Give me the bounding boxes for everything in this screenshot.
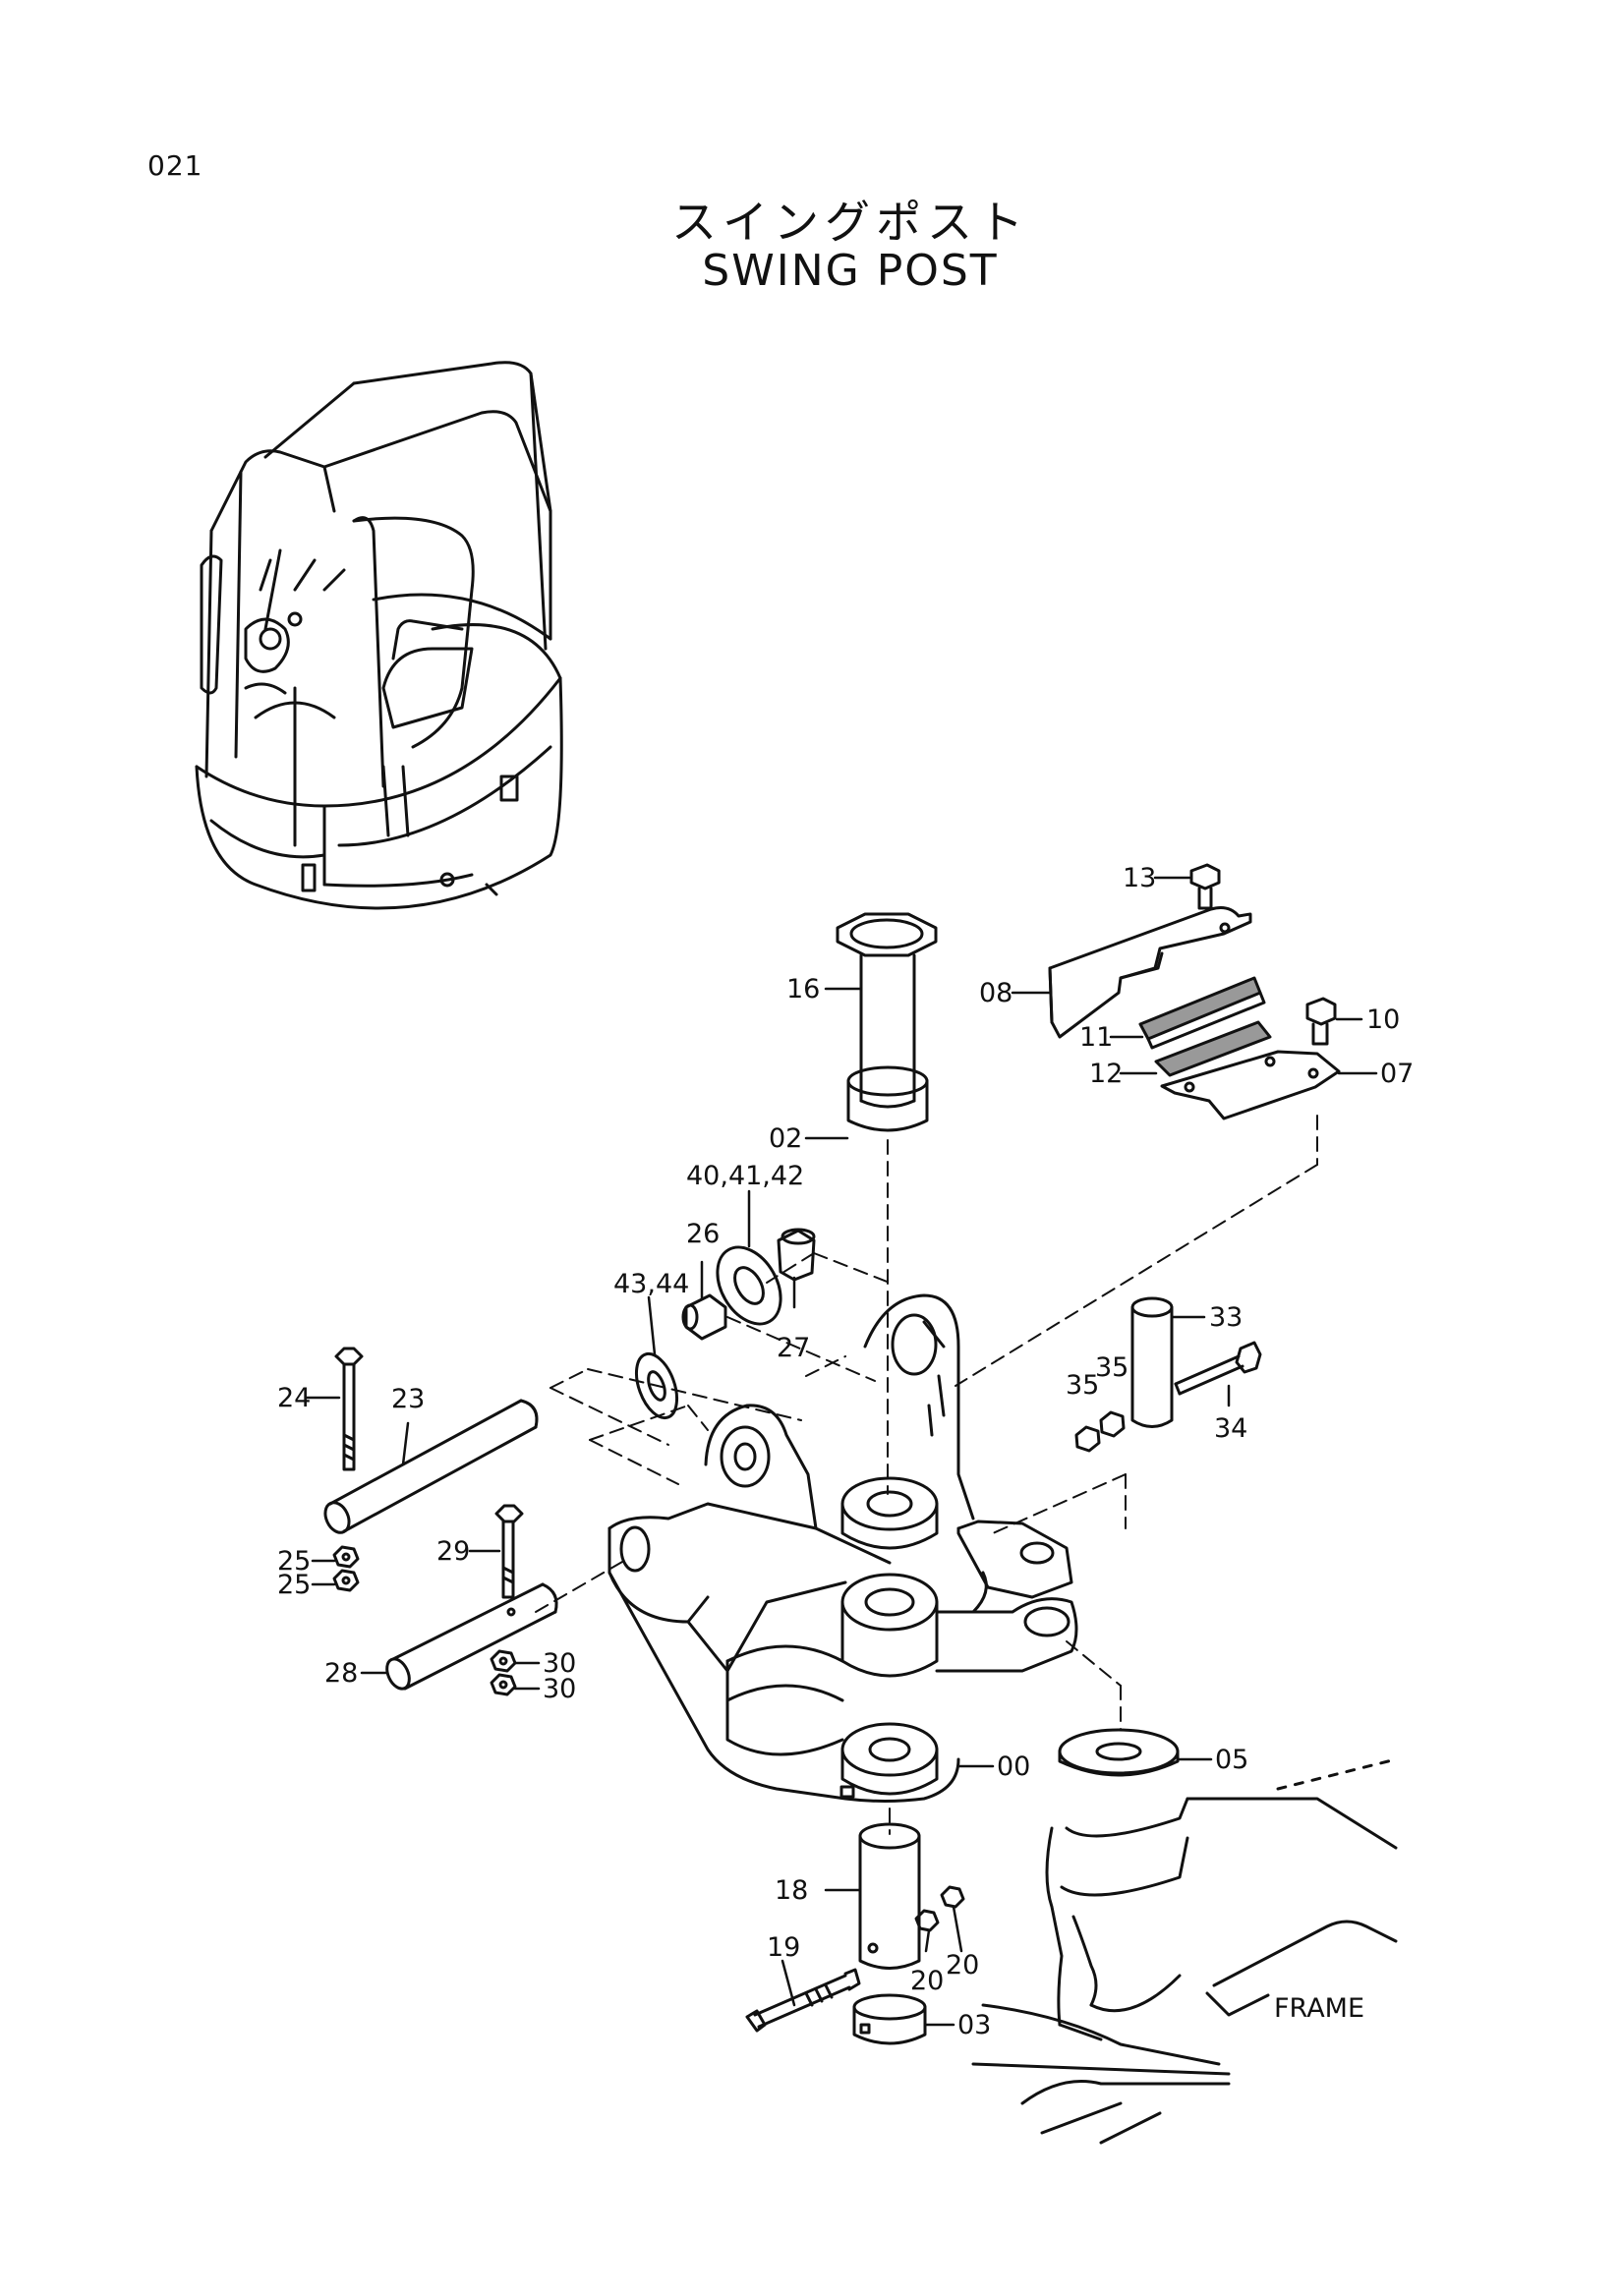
part-16-pin bbox=[836, 912, 938, 1109]
part-33-pin bbox=[1130, 1296, 1174, 1428]
part-28-pin bbox=[385, 1582, 558, 1691]
part-35-nut bbox=[1074, 1410, 1126, 1453]
part-00-swing-post bbox=[608, 1293, 1078, 1803]
frame-label: FRAME bbox=[1274, 1993, 1364, 2024]
callout-03: 03 bbox=[957, 2010, 991, 2040]
assembly-center-lines bbox=[535, 1115, 1318, 1835]
callout-24: 24 bbox=[277, 1383, 311, 1413]
callout-labels: 13 08 10 11 12 07 16 02 40,41,42 26 43,4… bbox=[277, 863, 1414, 2040]
callout-05: 05 bbox=[1215, 1745, 1248, 1775]
part-27-bushing bbox=[777, 1228, 816, 1282]
part-05-thrust-washer bbox=[1058, 1728, 1180, 1777]
part-07-bracket-plate bbox=[1160, 1050, 1341, 1120]
callout-23: 23 bbox=[391, 1384, 425, 1414]
callout-26: 26 bbox=[686, 1219, 720, 1249]
part-18-pin bbox=[858, 1822, 921, 1970]
title-english: SWING POST bbox=[702, 246, 999, 296]
part-34-bolt bbox=[1174, 1341, 1262, 1396]
part-08-cover-plate bbox=[1048, 906, 1252, 1039]
callout-40-41-42: 40,41,42 bbox=[686, 1161, 804, 1191]
part-25-nuts bbox=[332, 1545, 360, 1592]
callout-25-upper: 25 bbox=[277, 1546, 311, 1577]
callout-30-upper: 30 bbox=[543, 1648, 576, 1679]
callout-12: 12 bbox=[1089, 1059, 1123, 1089]
callout-35-left: 35 bbox=[1066, 1370, 1099, 1401]
page-number: 021 bbox=[147, 149, 203, 182]
callout-16: 16 bbox=[786, 974, 820, 1004]
excavator-overview-drawing bbox=[195, 361, 563, 910]
part-29-bolt bbox=[494, 1504, 524, 1599]
callout-43-44: 43,44 bbox=[613, 1269, 689, 1299]
part-10-bolt bbox=[1305, 997, 1337, 1046]
part-19-bolt bbox=[745, 1968, 861, 2033]
part-40-41-42-washer bbox=[716, 1245, 782, 1326]
callout-11: 11 bbox=[1079, 1022, 1113, 1053]
callout-leader-lines bbox=[305, 876, 1378, 2027]
callout-27: 27 bbox=[777, 1333, 810, 1363]
part-20-nuts bbox=[914, 1885, 965, 1932]
title-japanese: スイングポスト bbox=[671, 196, 1029, 249]
part-13-bolt bbox=[1189, 863, 1221, 910]
callout-30-lower: 30 bbox=[543, 1674, 576, 1704]
part-12-shim bbox=[1154, 1020, 1272, 1077]
callout-10: 10 bbox=[1366, 1004, 1400, 1035]
callout-00: 00 bbox=[997, 1751, 1030, 1782]
callout-20-right: 20 bbox=[946, 1950, 979, 1980]
part-26-pin-collar bbox=[681, 1293, 727, 1341]
callout-13: 13 bbox=[1123, 863, 1156, 893]
part-02-bushing bbox=[846, 1065, 929, 1132]
part-43-44-washer bbox=[634, 1351, 679, 1420]
frame-drawing bbox=[971, 1757, 1398, 2145]
callout-34: 34 bbox=[1214, 1413, 1247, 1444]
callout-25-lower: 25 bbox=[277, 1570, 311, 1600]
part-24-bolt bbox=[334, 1347, 364, 1471]
callout-29: 29 bbox=[436, 1536, 470, 1567]
part-11-shim bbox=[1138, 976, 1266, 1050]
callout-02: 02 bbox=[769, 1123, 802, 1154]
callout-28: 28 bbox=[324, 1658, 358, 1689]
part-03-bushing bbox=[852, 1993, 927, 2045]
part-30-nuts bbox=[490, 1649, 517, 1696]
part-23-pin bbox=[323, 1399, 539, 1534]
callout-08: 08 bbox=[979, 978, 1012, 1008]
callout-35-right: 35 bbox=[1095, 1352, 1128, 1383]
callout-07: 07 bbox=[1380, 1059, 1414, 1089]
callout-33: 33 bbox=[1209, 1302, 1243, 1333]
callout-18: 18 bbox=[775, 1875, 808, 1906]
callout-19: 19 bbox=[767, 1932, 800, 1963]
callout-20-left: 20 bbox=[910, 1966, 944, 1996]
